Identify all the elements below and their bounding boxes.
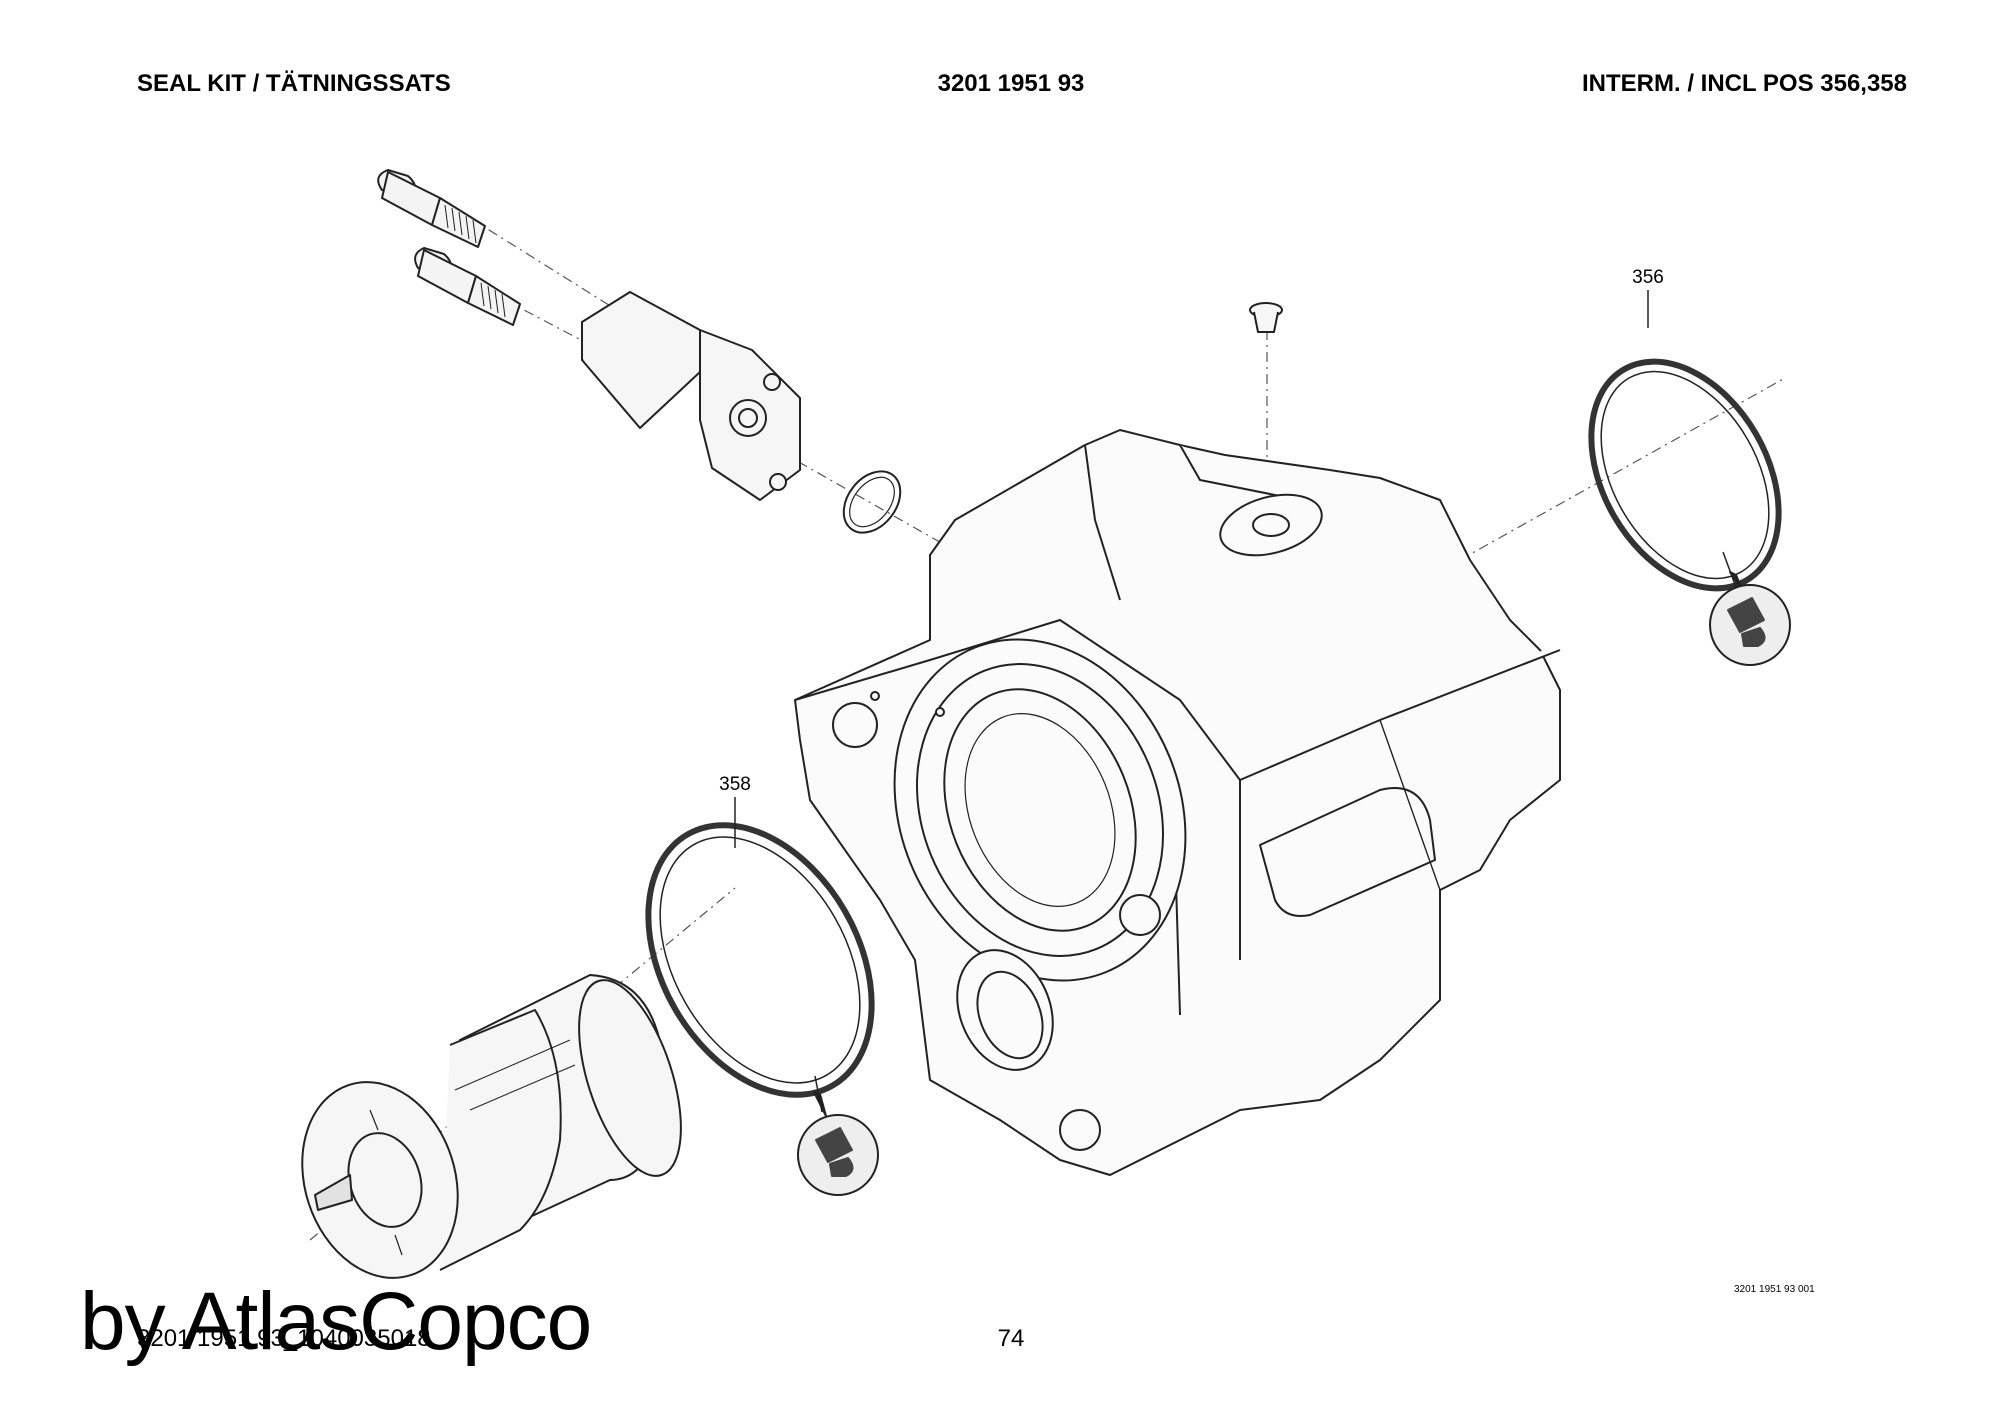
screw-lower [414,247,521,326]
top-plug [1249,302,1283,333]
seal-profile-icon [1709,584,1791,666]
small-o-ring [842,470,902,534]
pump-housing [794,429,1561,1176]
watermark: by AtlasCopco [80,1276,592,1367]
screw-upper [377,169,486,248]
header-part-number: 3201 1951 93 [937,70,1085,97]
header-title: SEAL KIT / TÄTNINGSSATS [137,70,451,97]
coupling-sleeve [301,974,682,1279]
callout-356: 356 [1632,267,1664,288]
page-number: 74 [997,1325,1025,1352]
figure-reference: 3201 1951 93 001 [1734,1284,1815,1295]
leader-356-detail [1722,551,1738,591]
header-note: INTERM. / INCL POS 356,358 [1582,70,1907,97]
seal-358 [645,822,875,1098]
footer-document-code: 3201 1951 93_1040035018 [137,1325,431,1352]
flange-adapter [581,291,801,501]
seal-profile-icon [797,1114,879,1196]
callout-358: 358 [719,774,751,795]
seal-356 [1588,358,1782,592]
